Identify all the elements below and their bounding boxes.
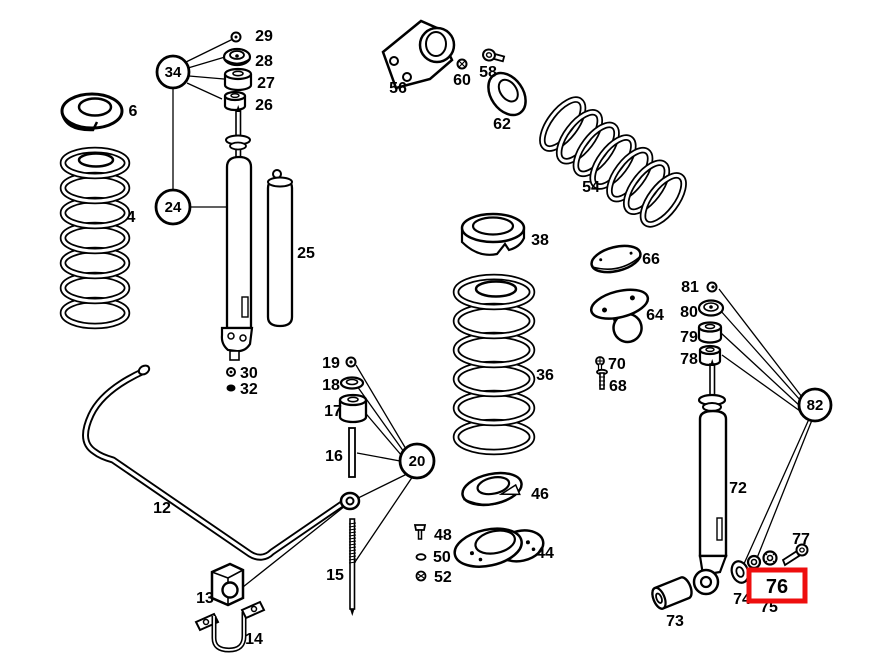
- part-label-56[interactable]: 56: [389, 80, 407, 97]
- part-48-screw: [413, 524, 427, 540]
- part-30-washer: [226, 367, 236, 377]
- part-25-dust-tube: [266, 169, 294, 328]
- part-50-nut: [415, 553, 427, 561]
- part-52-washer: [415, 570, 427, 582]
- part-label-30[interactable]: 30: [240, 365, 258, 382]
- part-label-79[interactable]: 79: [680, 329, 698, 346]
- part-27-bushing: [223, 67, 253, 92]
- part-76-lock-washer: [762, 550, 778, 566]
- part-label-73[interactable]: 73: [666, 613, 684, 630]
- group-callout-82[interactable]: 82: [797, 387, 833, 423]
- part-label-13[interactable]: 13: [196, 590, 214, 607]
- part-label-14[interactable]: 14: [245, 631, 263, 648]
- part-16-spacer-rod: [348, 427, 356, 478]
- part-label-4[interactable]: 4: [127, 209, 136, 226]
- group-callout-34[interactable]: 34: [155, 54, 191, 90]
- part-68-bolt: [596, 368, 608, 390]
- part-26-bushing: [223, 90, 247, 112]
- callout-label-20: 20: [409, 453, 426, 470]
- part-label-48[interactable]: 48: [434, 527, 452, 544]
- part-44-cover-plate: [453, 527, 545, 568]
- part-label-29[interactable]: 29: [255, 28, 273, 45]
- part-12-sway-bar: [82, 364, 361, 561]
- part-label-27[interactable]: 27: [257, 75, 275, 92]
- part-19-nut: [345, 356, 357, 368]
- part-17-bushing: [338, 393, 368, 424]
- part-label-54[interactable]: 54: [582, 179, 600, 196]
- leader-lines-group-82: [718, 288, 813, 567]
- part-14-clamp: [194, 600, 266, 653]
- part-labels: 29 28 27 26 6 4 25 30 32 56 60 58 62 54 …: [127, 28, 810, 648]
- part-label-28[interactable]: 28: [255, 53, 273, 70]
- callout-label-82: 82: [807, 397, 824, 414]
- part-64-mount: [589, 288, 650, 344]
- group-callout-20[interactable]: 20: [398, 442, 436, 480]
- part-80-washer: [697, 299, 725, 317]
- part-38-spring-seat: [460, 212, 526, 256]
- part-62-grommet: [487, 71, 527, 117]
- part-label-58[interactable]: 58: [479, 64, 497, 81]
- part-24-shock-absorber: [220, 105, 254, 361]
- part-label-62[interactable]: 62: [493, 116, 511, 133]
- callout-label-34: 34: [165, 64, 182, 81]
- part-32-nut: [226, 384, 236, 392]
- callout-label-24: 24: [165, 199, 182, 216]
- part-70-screw: [595, 356, 605, 371]
- part-66-rubber-pad: [590, 244, 642, 274]
- part-label-17[interactable]: 17: [324, 403, 342, 420]
- part-13-bushing: [210, 562, 245, 607]
- part-label-38[interactable]: 38: [531, 232, 549, 249]
- part-label-52[interactable]: 52: [434, 569, 452, 586]
- part-36-coil-spring: [452, 273, 536, 456]
- part-label-15[interactable]: 15: [326, 567, 344, 584]
- part-label-25[interactable]: 25: [297, 245, 315, 262]
- part-60-nut: [456, 58, 468, 70]
- part-label-64[interactable]: 64: [646, 307, 664, 324]
- part-label-60[interactable]: 60: [453, 72, 471, 89]
- part-label-32[interactable]: 32: [240, 381, 258, 398]
- leader-lines-group-20: [242, 364, 414, 588]
- group-callout-24[interactable]: 24: [154, 188, 192, 226]
- part-label-6[interactable]: 6: [129, 103, 138, 120]
- part-label-76[interactable]: 76: [766, 576, 788, 598]
- part-label-12[interactable]: 12: [153, 500, 171, 517]
- leader-lines-group-34: [172, 38, 234, 190]
- part-label-70[interactable]: 70: [608, 356, 626, 373]
- part-label-68[interactable]: 68: [609, 378, 627, 395]
- part-54-coil-spring: [539, 96, 687, 228]
- part-46-rubber-seat: [461, 471, 523, 507]
- part-58-bolt: [482, 48, 506, 63]
- part-label-36[interactable]: 36: [536, 367, 554, 384]
- part-4-coil-spring: [59, 146, 131, 330]
- highlighted-part-76[interactable]: 76: [746, 567, 808, 604]
- part-label-44[interactable]: 44: [536, 545, 554, 562]
- part-label-66[interactable]: 66: [642, 251, 660, 268]
- part-label-78[interactable]: 78: [680, 351, 698, 368]
- highlight-box: [746, 567, 808, 604]
- part-label-18[interactable]: 18: [322, 377, 340, 394]
- part-18-washer: [339, 376, 365, 390]
- part-6-spring-seat: [60, 92, 124, 132]
- part-75-nut: [746, 554, 762, 570]
- part-28-mount-washer: [222, 47, 252, 67]
- part-56-bracket: [381, 19, 456, 90]
- part-label-16[interactable]: 16: [325, 448, 343, 465]
- part-72-shock-absorber: [692, 359, 728, 596]
- part-label-77[interactable]: 77: [792, 531, 810, 548]
- part-78-bushing: [698, 344, 722, 367]
- part-73-bushing: [651, 576, 693, 610]
- part-label-46[interactable]: 46: [531, 486, 549, 503]
- part-label-81[interactable]: 81: [681, 279, 699, 296]
- part-label-80[interactable]: 80: [680, 304, 698, 321]
- part-label-72[interactable]: 72: [729, 480, 747, 497]
- part-81-nut: [706, 281, 718, 293]
- part-label-26[interactable]: 26: [255, 97, 273, 114]
- part-77-bolt: [781, 543, 809, 567]
- part-79-bushing: [697, 321, 723, 344]
- part-label-50[interactable]: 50: [433, 549, 451, 566]
- part-15-bolt: [348, 518, 357, 616]
- part-29-nut: [230, 31, 242, 43]
- part-label-19[interactable]: 19: [322, 355, 340, 372]
